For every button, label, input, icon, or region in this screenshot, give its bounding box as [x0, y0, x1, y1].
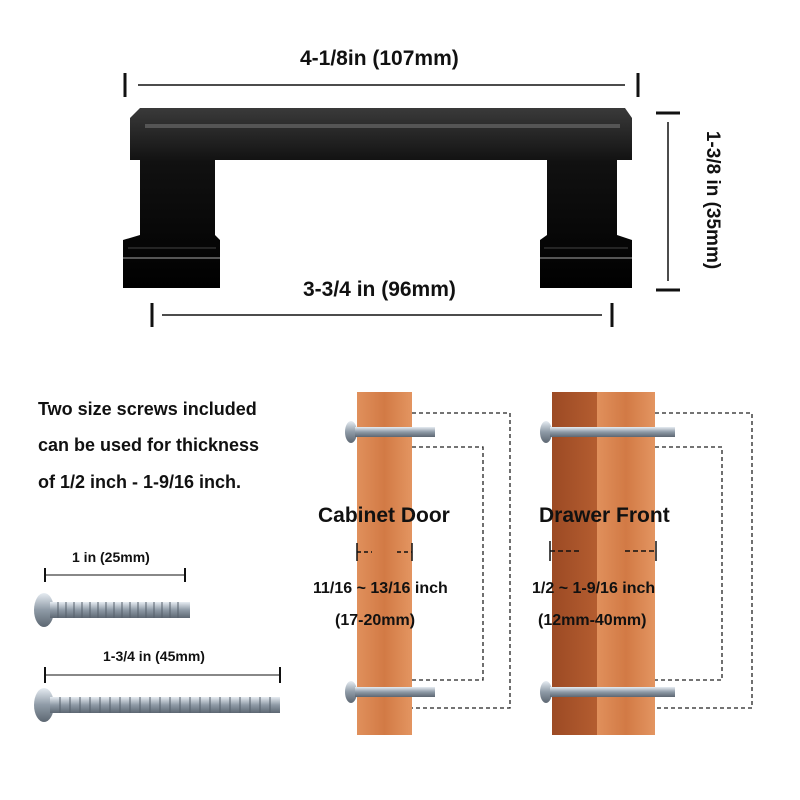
- hole-spacing-dimension-line: [150, 303, 614, 327]
- hole-spacing-label: 3-3/4 in (96mm): [303, 278, 456, 301]
- screw-info-line-2: can be used for thickness: [38, 435, 260, 455]
- cabinet-door-wood: [357, 392, 412, 735]
- cabinet-door-range: 11/16 ~ 13/16 inch: [313, 580, 448, 597]
- overall-length-label: 4-1/8in (107mm): [300, 47, 459, 70]
- drawer-front-title: Drawer Front: [539, 504, 670, 527]
- cabinet-handle: [123, 108, 632, 288]
- cabinet-door-metric: (17-20mm): [335, 612, 416, 629]
- length-dimension-line: [123, 73, 640, 97]
- drawer-front-wood-dark: [552, 392, 597, 735]
- short-screw-image: [34, 593, 190, 627]
- drawer-front-metric: (12mm-40mm): [538, 612, 647, 629]
- height-dimension-line: [656, 111, 680, 292]
- screw-info-line-1: Two size screws included: [38, 399, 257, 419]
- drawer-front-range: 1/2 ~ 1-9/16 inch: [532, 580, 656, 597]
- mounted-screws: [345, 421, 675, 703]
- height-label: 1-3/8 in (35mm): [702, 130, 723, 270]
- screw-info-line-3: of 1/2 inch - 1-9/16 inch.: [38, 472, 242, 492]
- short-screw-label: 1 in (25mm): [72, 549, 150, 565]
- drawer-front-wood-light: [597, 392, 655, 735]
- cabinet-door-title: Cabinet Door: [318, 504, 450, 527]
- long-screw-label: 1-3/4 in (45mm): [103, 648, 205, 664]
- long-screw-dimension-line: [44, 667, 281, 683]
- short-screw-dimension-line: [44, 568, 186, 582]
- thickness-markers: [356, 541, 657, 561]
- long-screw-image: [34, 688, 280, 722]
- handle-outline-dashed: [412, 412, 753, 709]
